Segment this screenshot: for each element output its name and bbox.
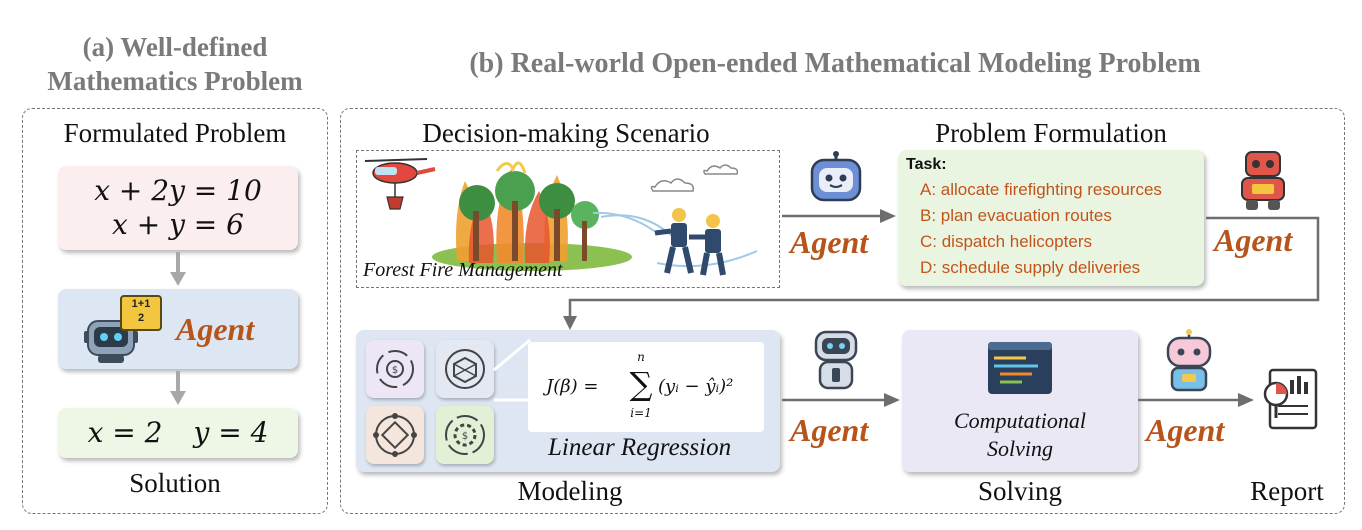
panel-b-frame (340, 108, 1345, 514)
scenario-label: Decision-making Scenario (422, 118, 710, 148)
task-item: C: dispatch helicopters (920, 232, 1092, 251)
formula-lhs: J(β) = (546, 376, 599, 397)
modeling-box: $ $ (356, 330, 780, 472)
settings-cycle-icon: $ (366, 340, 424, 398)
solution-label: Solution (129, 468, 221, 498)
scenario-caption: Forest Fire Management (363, 259, 563, 281)
svg-text:$: $ (462, 431, 468, 442)
panel-a-title-line1: (a) Well-defined (82, 32, 268, 62)
solving-label: Solving (977, 476, 1063, 506)
task-header: Task: (906, 156, 947, 173)
robot-icon (814, 330, 858, 390)
agent-label-3: Agent (790, 412, 869, 448)
panel-b-title: (b) Real-world Open-ended Mathematical M… (469, 48, 1201, 79)
arrow-modeling-to-solving (782, 393, 900, 407)
formulation-box: Task: A: allocate firefighting resources… (898, 150, 1204, 286)
box-network-icon (366, 406, 424, 464)
task-item: D: schedule supply deliveries (920, 258, 1141, 277)
agent-label-2: Agent (1214, 222, 1293, 258)
robot-icon (1166, 329, 1212, 392)
badge-line1: 1+1 (131, 298, 151, 310)
solution-y: y = 4 (193, 416, 269, 449)
arrow-down-2 (170, 371, 186, 405)
formulated-problem-label: Formulated Problem (63, 118, 287, 148)
panel-a-frame (22, 108, 328, 514)
math-badge-icon: 1+1 2 (120, 295, 162, 331)
helicopter-icon (364, 158, 436, 210)
report-chart-icon (1263, 368, 1318, 430)
formula-sum-top: n (637, 350, 645, 364)
solving-box-line2: Solving (987, 436, 1053, 461)
formulation-label: Problem Formulation (935, 118, 1167, 148)
formula-sum-bottom: i=1 (630, 406, 652, 420)
equation-1: x + 2y = 10 (94, 174, 262, 207)
solving-box: Computational Solving (902, 330, 1138, 472)
agent-box: 1+1 2 Agent (58, 289, 298, 369)
task-item: A: allocate firefighting resources (920, 180, 1162, 199)
sigma-icon: ∑ (629, 365, 653, 403)
solving-box-line1: Computational (953, 408, 1086, 433)
solution-x: x = 2 (87, 416, 163, 449)
task-item: B: plan evacuation routes (920, 206, 1112, 225)
svg-text:$: $ (392, 365, 398, 376)
badge-line2: 2 (137, 312, 145, 324)
arrow-formulation-to-modeling (563, 216, 1320, 330)
cube-network-icon (436, 340, 494, 398)
regression-label: Linear Regression (548, 434, 732, 461)
formula-body: (yᵢ − ŷᵢ)² (658, 376, 734, 397)
fire-trees-icon (456, 161, 599, 263)
agent-label-4: Agent (1146, 412, 1225, 448)
panel-a-title-line2: Mathematics Problem (47, 66, 303, 96)
arrow-scenario-to-formulation (782, 209, 896, 223)
cloud-icon (650, 164, 739, 192)
report-label: Report (1250, 476, 1324, 506)
agent-label-1: Agent (790, 224, 869, 260)
agent-label-a: Agent (176, 311, 255, 347)
firefighter-icon (654, 208, 726, 276)
robot-icon (1241, 151, 1285, 210)
gear-cycle-icon: $ (436, 406, 494, 464)
forest-fire-illustration (364, 158, 758, 276)
formula-card: J(β) = n ∑ i=1 (yᵢ − ŷᵢ)² (528, 342, 764, 432)
arrow-down-1 (170, 252, 186, 286)
panel-a-title: (a) Well-defined Mathematics Problem (10, 30, 340, 98)
modeling-label: Modeling (517, 476, 623, 506)
robot-icon (810, 151, 862, 202)
scenario-box: Forest Fire Management (356, 150, 780, 288)
zoom-lines (493, 338, 531, 402)
solution-box: x = 2 y = 4 (58, 408, 298, 458)
code-editor-icon (988, 342, 1052, 394)
equation-2: x + y = 6 (112, 208, 244, 241)
equation-box: x + 2y = 10 x + y = 6 (58, 166, 298, 250)
arrow-solving-to-report (1138, 393, 1254, 407)
